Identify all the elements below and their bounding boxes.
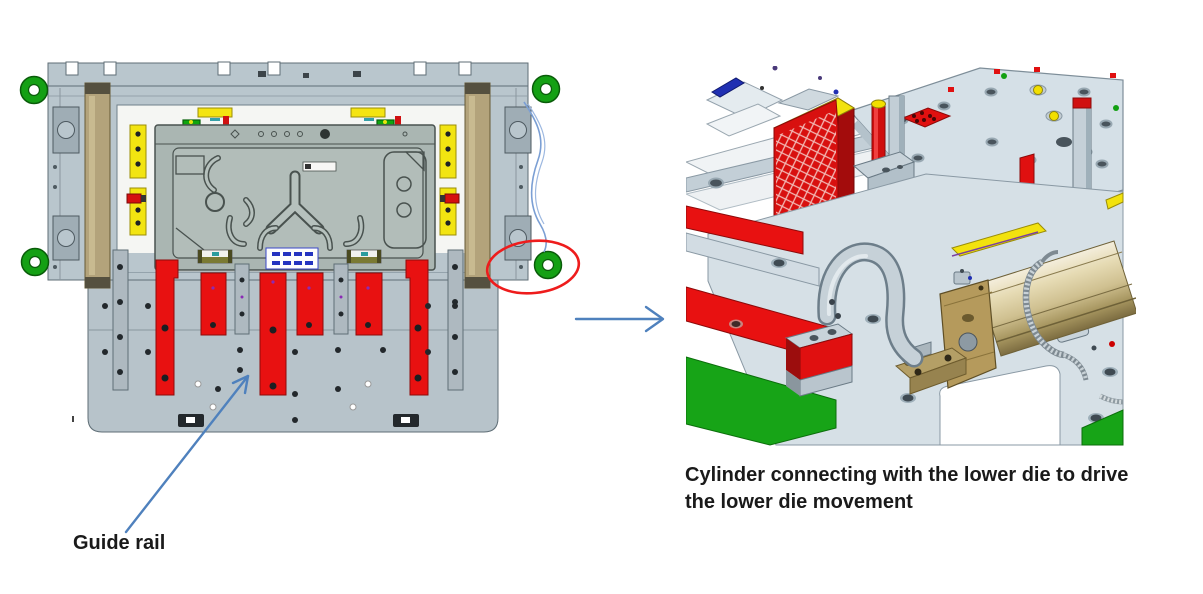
- red-stopper-block: [784, 323, 854, 397]
- guide-rail-arrow-icon: [124, 374, 250, 534]
- gray-guide-post: [1056, 97, 1092, 207]
- upper-left-plate-fragments: [705, 66, 822, 137]
- nameplate-labels: [197, 247, 382, 270]
- gray-dot-rails: [112, 249, 464, 391]
- pneumatic-cylinder: [977, 240, 1136, 357]
- red-edge-marks: [126, 193, 460, 204]
- red-perforated-plate: [901, 107, 952, 128]
- base-plate-holes: [72, 303, 458, 427]
- clamp-icon: [178, 414, 419, 427]
- air-hose-cable: [523, 101, 547, 253]
- cylinder-head-mount: [894, 269, 997, 395]
- guide-rail-label: Guide rail: [73, 532, 166, 554]
- cylinder-caption: Cylinder connecting with the lower die t…: [685, 462, 1190, 516]
- die-top-view-image: [19, 61, 581, 433]
- lifting-ring-icon: [19, 74, 563, 280]
- cylinder-caption-line2: the lower die movement: [685, 491, 913, 513]
- die-cavity-plate: [154, 124, 436, 271]
- c-clamp-arm: [817, 242, 924, 368]
- top-bolts: [258, 71, 361, 78]
- red-waffle-block: [773, 88, 856, 227]
- yellow-wear-strip: [951, 192, 1124, 257]
- guide-rails-red: [155, 259, 429, 396]
- highlight-ellipse: [485, 239, 581, 295]
- side-cylinder-columns: [84, 82, 491, 289]
- bearing-blocks: [52, 106, 532, 269]
- spiral-hose: [1022, 250, 1124, 405]
- detail-arrow-icon: [574, 305, 665, 333]
- cylinder-3d-view-image: [686, 66, 1136, 446]
- cylinder-caption-line1: Cylinder connecting with the lower die t…: [685, 464, 1129, 486]
